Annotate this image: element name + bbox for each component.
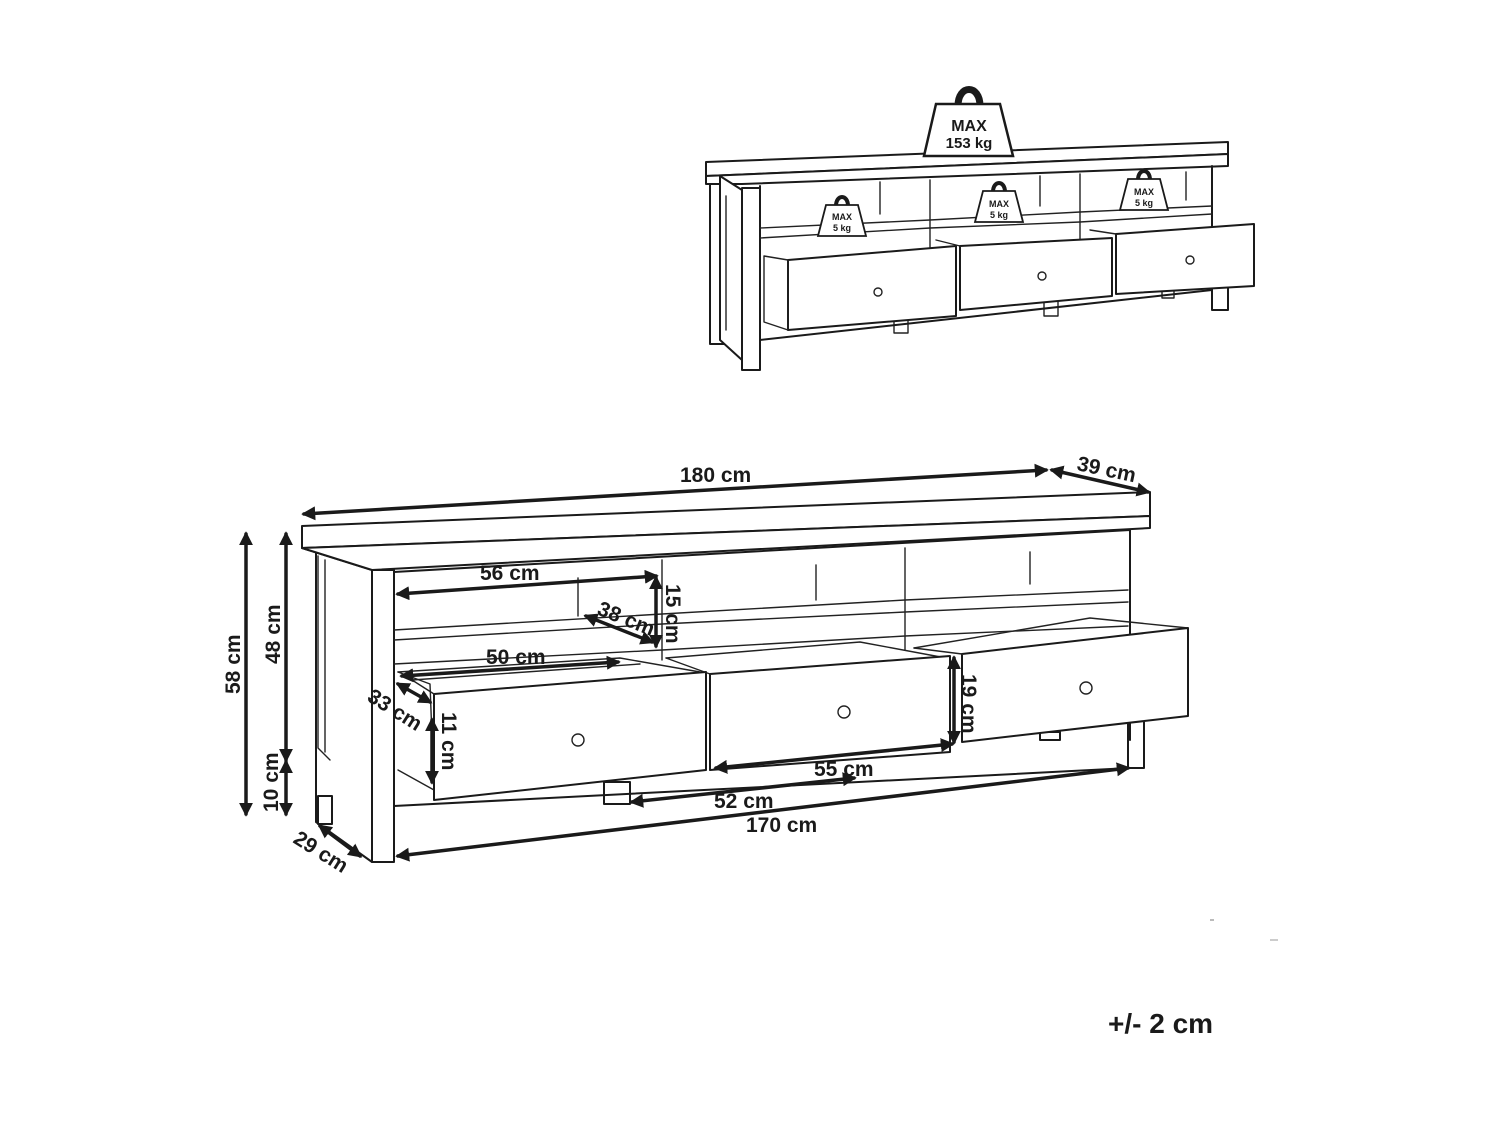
dimension-view: 180 cm 39 cm 58 cm 48 cm 10 cm 29 cm 170…: [222, 452, 1189, 878]
weight-icon-shelf-1-line2: 5 kg: [833, 223, 851, 233]
weight-icon-shelf-3-line2: 5 kg: [1135, 198, 1153, 208]
weight-icon-shelf-3-line1: MAX: [1134, 187, 1154, 197]
weight-icon-shelf-2-line1: MAX: [989, 199, 1009, 209]
left-side-panel: [301, 547, 373, 863]
weight-icon-shelf-3: MAX 5 kg: [1118, 169, 1170, 211]
weight-icon-shelf-2: MAX 5 kg: [973, 181, 1025, 223]
load-capacity-view: MAX 153 kg MAX 5 kg MAX 5 kg MAX 5 kg: [705, 86, 1255, 371]
label-total-height: 58 cm: [222, 634, 245, 694]
label-total-width: 180 cm: [680, 464, 751, 487]
label-drawer-inner-height: 11 cm: [437, 712, 460, 770]
drawer-middle: [709, 655, 951, 771]
weight-icon-top: MAX 153 kg: [922, 86, 1015, 158]
label-drawer-inner-width: 50 cm: [486, 646, 546, 669]
label-shelf-width: 56 cm: [480, 562, 540, 585]
weight-icon-shelf-2-line2: 5 kg: [990, 210, 1008, 220]
small-drawer-2: [959, 237, 1113, 311]
label-body-height: 48 cm: [262, 604, 285, 664]
weight-icon-shelf-1-line1: MAX: [832, 212, 852, 222]
label-shelf-height: 15 cm: [661, 584, 684, 644]
drawer-left: [433, 671, 707, 801]
label-drawer-front-width: 55 cm: [814, 758, 874, 781]
label-inner-width: 170 cm: [746, 814, 817, 837]
label-leg-span: 52 cm: [714, 790, 774, 813]
label-shelf-depth: 38 cm: [594, 597, 658, 641]
weight-icon-top-line2: 153 kg: [946, 135, 993, 152]
tolerance-note: +/- 2 cm: [1108, 1008, 1214, 1039]
label-drawer-front-height: 19 cm: [957, 674, 980, 734]
weight-icon-shelf-1: MAX 5 kg: [816, 195, 868, 237]
label-leg-height: 10 cm: [260, 752, 283, 812]
leg-front-left: [741, 187, 761, 371]
small-drawer-3: [1115, 223, 1255, 295]
small-drawer-1: [787, 245, 957, 331]
drawer-right: [961, 627, 1189, 743]
weight-icon-top-line1: MAX: [951, 118, 987, 135]
